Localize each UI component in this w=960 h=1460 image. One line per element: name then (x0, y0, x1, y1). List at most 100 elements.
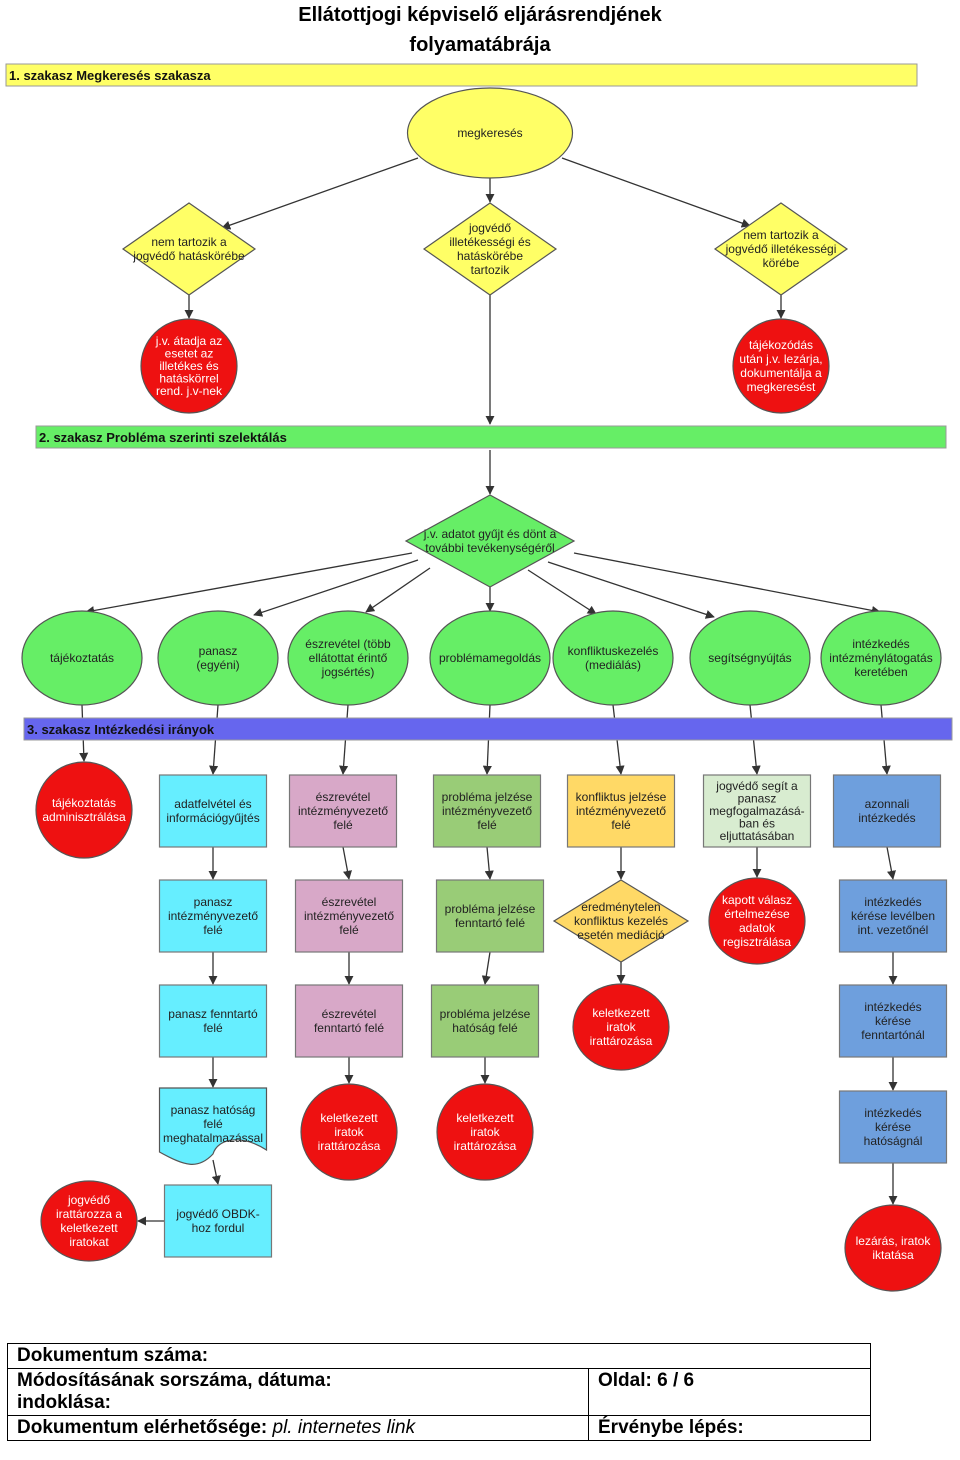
node-shape (432, 774, 542, 848)
stage-label: 1. szakasz Megkeresés szakasza (9, 68, 211, 83)
node-shape (572, 983, 670, 1071)
node-shape (430, 984, 540, 1058)
node-text-line: eljuttatásában (720, 829, 795, 843)
node-text-line: panasz (199, 644, 238, 658)
node-text-line: intézménylátogatás (829, 651, 932, 665)
node-text-line: meghatalmazással (163, 1131, 263, 1145)
node-text-line: illetékességi és (449, 235, 530, 249)
node-shape (404, 494, 576, 588)
node-text-line: panasz (738, 792, 777, 806)
connector-arrow (561, 157, 751, 228)
node-text-line: irattározása (454, 1139, 517, 1153)
node-text-line: probléma jelzése (445, 902, 536, 916)
effective-date-cell: Érvénybe lépés: (588, 1415, 871, 1441)
node-g-segitseg: segítségnyújtás (689, 610, 811, 706)
connector-arrow (85, 552, 413, 616)
stage-band-bg (35, 425, 947, 449)
node-megkereses: megkeresés (406, 87, 574, 179)
node-text-line: intézményvezető (168, 909, 258, 923)
node-text-line: további tevékenységéről (425, 541, 554, 555)
node-text-line: iratokat (69, 1235, 109, 1249)
node-text-line: jogsértés) (321, 665, 375, 679)
node-text-line: jogvédő (468, 221, 511, 235)
node-text-line: panasz fenntartó (168, 1007, 258, 1021)
node-text-line: irattározása (318, 1139, 381, 1153)
node-g-konfliktus: konfliktuskezelés(mediálás) (552, 610, 674, 706)
node-c2-r5: jogvédő OBDK-hoz fordul (163, 1184, 273, 1258)
node-text-line: j.v. adatot gyűjt és dönt a (423, 527, 557, 541)
connector-arrow (253, 559, 419, 617)
node-text-line: nem tartozik a (743, 228, 819, 242)
node-text-line: panasz (194, 895, 233, 909)
node-shape (713, 202, 849, 296)
node-text-line: iktatása (872, 1248, 914, 1262)
stage-band-s3: 3. szakasz Intézkedési irányok (23, 717, 953, 741)
node-text-line: irattározása (590, 1034, 653, 1048)
node-text-line: probléma jelzése (440, 1007, 531, 1021)
connector-arrow (221, 157, 419, 230)
connector-arrow (481, 951, 491, 985)
node-shape (820, 610, 942, 706)
justification-label: indoklása: (17, 1392, 111, 1413)
node-text-line: regisztrálása (723, 935, 791, 949)
node-shape (406, 87, 574, 179)
node-text-line: tájékozódás (749, 338, 813, 352)
connector-arrow (886, 846, 896, 880)
node-shape (300, 1083, 398, 1181)
node-shape (157, 610, 279, 706)
node-text-line: int. vezetőnél (858, 923, 929, 937)
node-text-line: intézkedés (864, 1000, 921, 1014)
node-text-line: esetet az (165, 347, 214, 361)
node-text-line: jogvédő illetékességi (725, 242, 837, 256)
node-text-line: megkeresést (747, 380, 816, 394)
node-shape (566, 774, 676, 848)
node-text-line: hatóságnál (864, 1134, 923, 1148)
node-shape (121, 202, 257, 296)
node-text-line: esetén mediáció (577, 928, 665, 942)
node-shape (294, 984, 404, 1058)
node-text-line: keletkezett (60, 1221, 118, 1235)
node-text-line: jogvédő OBDK- (175, 1207, 259, 1221)
node-text-line: dokumentálja a (740, 366, 822, 380)
node-text-line: észrevétel (322, 1007, 377, 1021)
node-shape (21, 610, 143, 706)
page-title: Ellátottjogi képviselő eljárásrendjének … (0, 0, 960, 60)
node-text-line: (egyéni) (196, 658, 239, 672)
node-text-line: panasz hatóság (171, 1103, 256, 1117)
connector-arrow (365, 567, 431, 613)
node-text-line: j.v. átadja az (155, 334, 222, 348)
document-footer: Dokumentum száma: Módosításának sorszáma… (7, 1343, 871, 1441)
modification-label: Módosításának sorszáma, dátuma: (17, 1370, 332, 1391)
node-text-line: fenntartó felé (455, 916, 525, 930)
node-text-line: információgyűjtés (166, 811, 259, 825)
node-shape (429, 610, 551, 706)
node-text-line: intézményvezető (576, 804, 666, 818)
node-text-line: intézkedés (858, 811, 915, 825)
node-text-line: konfliktus jelzése (576, 790, 667, 804)
node-text-line: felé (203, 923, 223, 937)
node-text-line: irattározza a (56, 1207, 122, 1221)
node-text-line: kérése levélben (851, 909, 935, 923)
node-text-line: intézkedés (852, 637, 909, 651)
stage-band-s1: 1. szakasz Megkeresés szakasza (5, 63, 918, 87)
node-text-line: felé (611, 818, 631, 832)
node-text-line: adatok (739, 921, 776, 935)
node-text-line: után j.v. lezárja, (739, 352, 822, 366)
node-shape (844, 1204, 942, 1292)
